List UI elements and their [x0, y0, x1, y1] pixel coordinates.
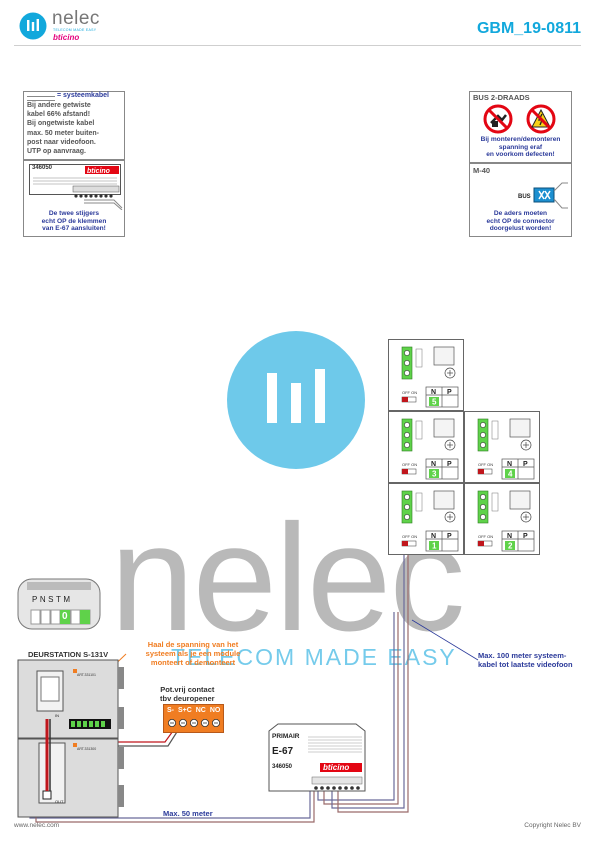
n-label: N: [431, 461, 436, 468]
systemcable-legend-line: [27, 96, 55, 101]
videophone-unit: N P 4 OFF ON: [464, 411, 540, 483]
info-box-m40: M-40 BUS De aders moeten echt OP de conn…: [469, 163, 572, 237]
no-voltage-icon: [526, 104, 556, 134]
contact-screw-terminals: [168, 719, 221, 727]
e67-primary-label: PRIMAIR: [272, 733, 300, 740]
videophone-unit: N P 2 OFF ON: [464, 483, 540, 555]
n-value-box: [505, 541, 515, 550]
n-value: 4: [508, 470, 513, 479]
screen-icon: [433, 346, 455, 366]
max100-note: Max. 100 meter systeem- kabel tot laatst…: [478, 651, 573, 669]
n-label: N: [507, 533, 512, 540]
m40-label: M-40: [473, 166, 491, 175]
terminal-detail-graphic: [17, 578, 101, 630]
voltage-note: Haal de spanning van het systeem als je …: [145, 640, 241, 667]
header-divider: [14, 45, 581, 46]
brand-name: nelec: [52, 8, 100, 29]
off-on-label: OFF ON: [402, 534, 417, 539]
contact-title: Pot.vrij contact tbv deuropener: [160, 685, 215, 703]
max50-note: Max. 50 meter: [163, 809, 213, 818]
e67-name: E-67: [272, 746, 294, 757]
doc-code: GBM_19-0811: [476, 20, 581, 37]
module-code-left: 346050: [32, 165, 53, 171]
videophone-unit: N P 3 OFF ON: [388, 411, 464, 483]
max100-leader: [411, 619, 479, 661]
n-value-box: [429, 541, 439, 550]
info-box-right: BUS 2-DRAADS Bij monteren/demonteren spa…: [469, 91, 572, 163]
brand-tagline: TELECOM MADE EASY: [53, 28, 97, 32]
e67-brand: bticino: [323, 763, 350, 772]
info-box-left: = systeemkabel Bij andere getwiste kabel…: [23, 91, 125, 160]
p-label: P: [447, 461, 452, 468]
n-value: 2: [508, 542, 513, 551]
e67-module-thumbnail: bticino: [29, 164, 121, 198]
riser-cable-2b: [337, 540, 409, 813]
riser-cable-1b: [323, 612, 399, 805]
n-value-box: [429, 397, 439, 406]
n-label: N: [431, 389, 436, 396]
p-label: P: [447, 533, 452, 540]
screen-icon: [433, 490, 455, 510]
footer-right: Copyright Nelec BV: [524, 822, 581, 829]
riser-wires: [84, 199, 123, 210]
screen-icon: [509, 490, 531, 510]
n-value-box: [429, 469, 439, 478]
n-label: N: [431, 533, 436, 540]
bus-connector-icon: [533, 182, 568, 209]
nelec-logo-icon: [19, 12, 47, 40]
videophone-unit: N P 1 OFF ON: [388, 483, 464, 555]
off-on-label: OFF ON: [402, 462, 417, 467]
no-power-icon: [483, 104, 513, 134]
door-station-graphic: [17, 659, 124, 818]
n-value: 1: [432, 542, 437, 551]
in-label: IN: [55, 713, 59, 718]
n-value: 3: [432, 470, 437, 479]
bus-connector-label: BUS: [518, 194, 531, 200]
e67-power-supply: PRIMAIR E-67 346050 bticino: [268, 723, 366, 793]
off-on-label: OFF ON: [478, 534, 493, 539]
riser-cable-1: [317, 612, 395, 801]
info-left-note: De twee stijgers echt OP de klemmen van …: [41, 210, 107, 233]
off-on-label: OFF ON: [478, 462, 493, 467]
n-value-box: [505, 469, 515, 478]
n-label: N: [507, 461, 512, 468]
footer-left: www.nelec.com: [14, 822, 60, 829]
e67-code: 346050: [272, 764, 293, 770]
header: nelec TELECOM MADE EASY bticino GBM_19-0…: [0, 0, 595, 46]
m40-note: De aders moeten echt OP de connector doo…: [486, 210, 555, 233]
systemcable-legend: = systeemkabel: [57, 92, 109, 99]
terminal-value: 0: [62, 611, 68, 622]
bus-warning: Bij monteren/demonteren spanning eraf en…: [480, 136, 561, 159]
videophone-unit: N P 5 OFF ON: [388, 339, 464, 411]
door-station: ART.331101 ART.331300 IN OUT: [17, 659, 127, 819]
svg-text:bticino: bticino: [87, 168, 111, 175]
info-left-module-box: bticino 346050 De twee stijgers echt OP …: [23, 160, 125, 237]
partner-logo: bticino: [53, 33, 80, 42]
info-left-text: Bij andere getwiste kabel 66% afstand! B…: [27, 102, 99, 156]
door-station-title: DEURSTATION S-131V: [28, 650, 109, 659]
n-value: 5: [432, 398, 437, 407]
screen-icon: [433, 418, 455, 438]
terminal-detail: PNSTM 0: [17, 578, 101, 630]
module-bottom-code: ART.331300: [77, 747, 97, 751]
off-on-label: OFF ON: [402, 390, 417, 395]
p-label: P: [447, 389, 452, 396]
terminal-labels: PNSTM: [32, 595, 73, 604]
module-top-code: ART.331101: [77, 673, 96, 677]
bus-title: BUS 2-DRAADS: [473, 93, 530, 102]
screen-icon: [509, 418, 531, 438]
out-label: OUT: [55, 799, 64, 804]
e67-graphic: [268, 723, 366, 792]
riser-cable-2: [331, 540, 405, 809]
contact-module: S- S+C NC NO: [163, 704, 224, 733]
contact-terminal-labels: S- S+C NC NO: [167, 707, 221, 714]
p-label: P: [523, 461, 528, 468]
p-label: P: [523, 533, 528, 540]
